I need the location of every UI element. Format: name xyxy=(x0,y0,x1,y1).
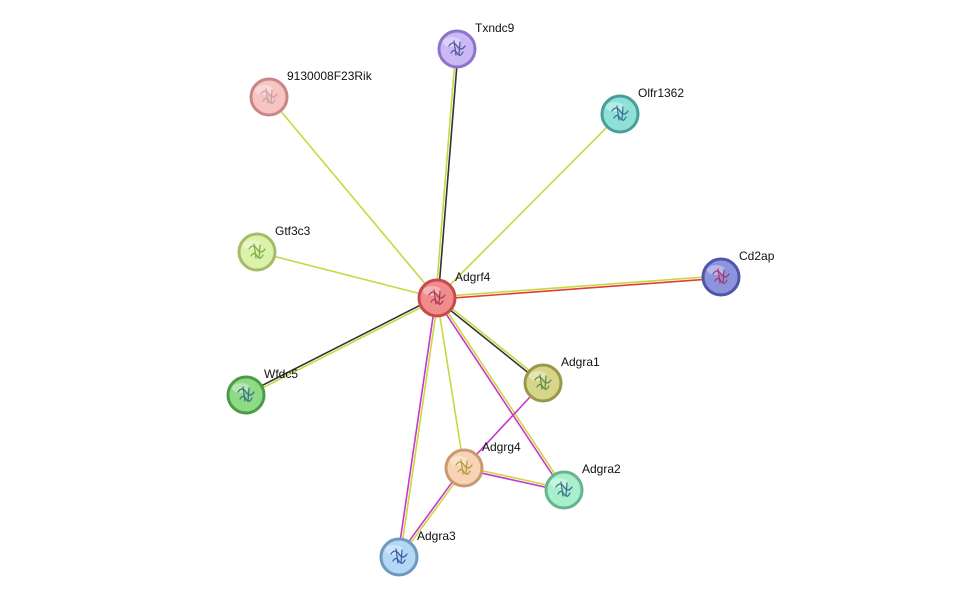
node-highlight xyxy=(529,371,547,381)
node-circle[interactable] xyxy=(544,470,584,510)
node-txndc9[interactable]: Txndc9 xyxy=(437,21,515,69)
node-label: Wfdc5 xyxy=(264,367,298,381)
edge-adgrf4-adgra1[interactable] xyxy=(435,296,545,385)
edge-adgrf4-adgra2[interactable] xyxy=(435,296,566,492)
edge-evidence-line xyxy=(437,296,545,383)
node-adgrg4[interactable]: Adgrg4 xyxy=(444,440,521,488)
protein-structure-icon xyxy=(611,105,629,121)
edge-adgrf4-adgra3[interactable] xyxy=(397,297,439,558)
node-circle[interactable] xyxy=(226,375,266,415)
node-gtf3c3[interactable]: Gtf3c3 xyxy=(237,224,311,272)
node-circle[interactable] xyxy=(444,448,484,488)
edge-evidence-line xyxy=(437,49,459,299)
node-highlight xyxy=(443,37,461,47)
node-adgra2[interactable]: Adgra2 xyxy=(544,462,621,510)
protein-structure-icon xyxy=(428,289,446,305)
node-label: 9130008F23Rik xyxy=(287,69,373,83)
node-highlight xyxy=(255,85,273,95)
protein-structure-icon xyxy=(455,459,473,475)
node-highlight xyxy=(423,286,441,296)
node-wfdc5[interactable]: Wfdc5 xyxy=(226,367,298,415)
edge-evidence-line xyxy=(435,298,543,385)
node-circle[interactable] xyxy=(701,257,741,297)
edge-adgrf4-gtf3c3[interactable] xyxy=(256,251,438,299)
node-highlight xyxy=(232,383,250,393)
node-adgra3[interactable]: Adgra3 xyxy=(379,529,456,577)
node-cd2ap[interactable]: Cd2ap xyxy=(701,249,775,297)
edge-adgrf4-olfr1362[interactable] xyxy=(436,113,621,299)
protein-structure-icon xyxy=(448,40,466,56)
protein-structure-icon xyxy=(260,88,278,104)
edge-adgrf4-adgrg4[interactable] xyxy=(436,297,465,469)
edge-evidence-line xyxy=(397,297,437,557)
edge-adgrf4-cd2ap[interactable] xyxy=(436,275,722,300)
edge-evidence-line xyxy=(246,298,438,397)
node-label: Adgra1 xyxy=(561,355,600,369)
node-olfr1362[interactable]: Olfr1362 xyxy=(600,86,684,134)
protein-structure-icon xyxy=(712,268,730,284)
node-label: Cd2ap xyxy=(739,249,775,263)
edge-adgrf4-9130008f23rik[interactable] xyxy=(268,96,438,299)
edge-evidence-line xyxy=(436,275,721,298)
node-highlight xyxy=(450,456,468,466)
protein-structure-icon xyxy=(248,243,266,259)
edge-evidence-line xyxy=(245,296,437,395)
edge-evidence-line xyxy=(437,296,566,490)
node-highlight xyxy=(243,240,261,250)
protein-structure-icon xyxy=(555,481,573,497)
node-highlight xyxy=(707,265,725,275)
node-9130008f23rik[interactable]: 9130008F23Rik xyxy=(249,69,373,117)
node-circle[interactable] xyxy=(237,232,277,272)
edges-layer xyxy=(245,48,722,559)
edge-evidence-line xyxy=(256,251,438,299)
node-circle[interactable] xyxy=(523,363,563,403)
edge-evidence-line xyxy=(436,297,465,469)
edge-adgrf4-txndc9[interactable] xyxy=(435,48,459,299)
protein-structure-icon xyxy=(390,548,408,564)
node-label: Adgrg4 xyxy=(482,440,521,454)
edge-evidence-line xyxy=(268,96,438,299)
node-highlight xyxy=(385,545,403,555)
protein-structure-icon xyxy=(237,386,255,402)
node-adgrf4[interactable]: Adgrf4 xyxy=(417,270,491,318)
node-circle[interactable] xyxy=(600,94,640,134)
node-circle[interactable] xyxy=(249,77,289,117)
node-adgra1[interactable]: Adgra1 xyxy=(523,355,600,403)
node-highlight xyxy=(606,102,624,112)
node-label: Olfr1362 xyxy=(638,86,684,100)
edge-adgrf4-wfdc5[interactable] xyxy=(245,296,438,397)
protein-structure-icon xyxy=(534,374,552,390)
edge-evidence-line xyxy=(436,113,621,299)
node-label: Adgra3 xyxy=(417,529,456,543)
node-circle[interactable] xyxy=(417,278,457,318)
node-label: Adgrf4 xyxy=(455,270,491,284)
node-circle[interactable] xyxy=(379,537,419,577)
node-circle[interactable] xyxy=(437,29,477,69)
edge-evidence-line xyxy=(435,48,457,298)
node-label: Gtf3c3 xyxy=(275,224,311,238)
edge-evidence-line xyxy=(435,298,564,492)
nodes-layer: Adgrf4 Txndc9 9130008F23RikOlfr1362Gtf3c3C… xyxy=(226,21,775,577)
node-label: Txndc9 xyxy=(475,21,515,35)
edge-evidence-line xyxy=(399,298,439,558)
node-label: Adgra2 xyxy=(582,462,621,476)
node-highlight xyxy=(550,478,568,488)
edge-evidence-line xyxy=(437,277,722,300)
